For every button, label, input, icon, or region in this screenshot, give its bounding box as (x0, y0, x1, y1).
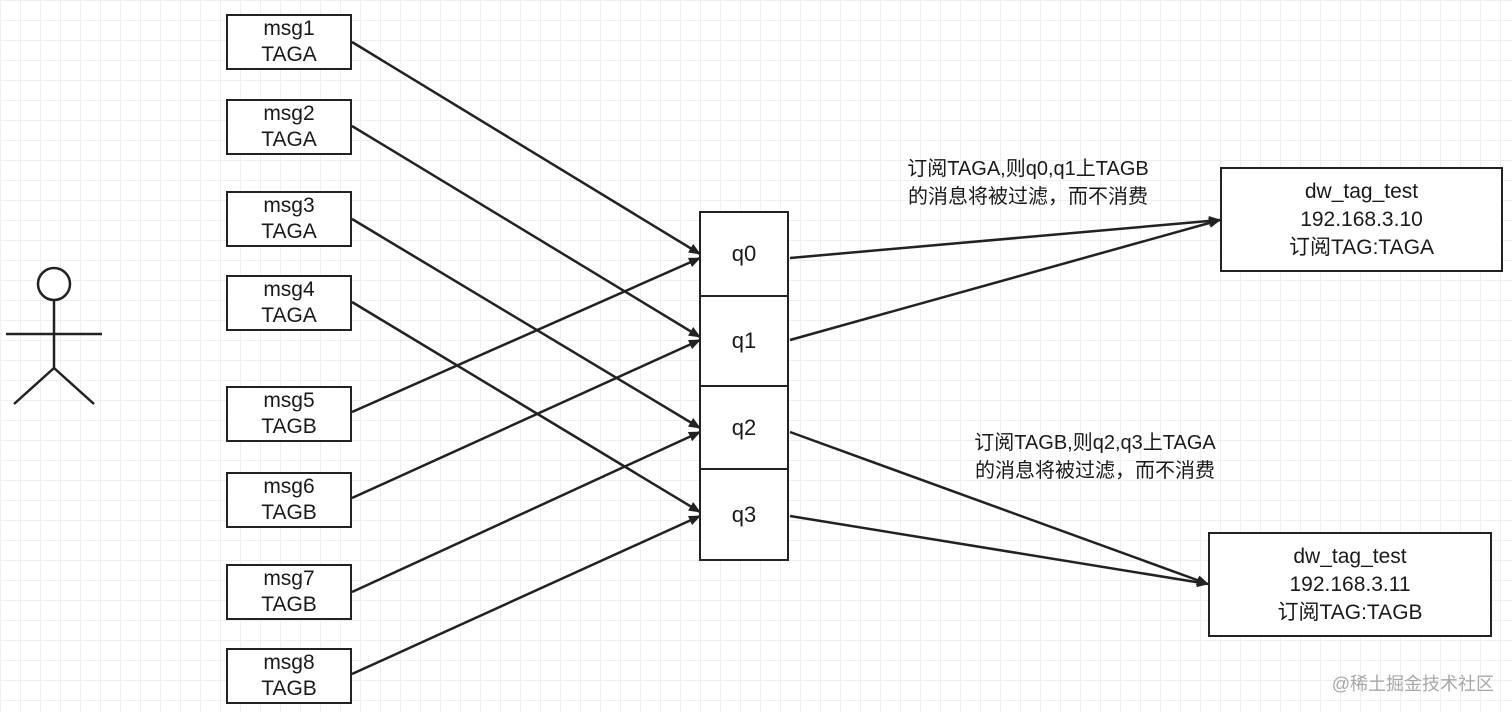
arrow-msg2-q1 (351, 124, 701, 339)
arrow-q2-consumer2 (789, 430, 1209, 586)
arrow-msg7-q2 (351, 430, 701, 594)
queue-label: q0 (731, 241, 757, 266)
consumer-name: dw_tag_test (1293, 544, 1407, 568)
consumer-name: dw_tag_test (1304, 179, 1419, 203)
message-name: msg1 (263, 17, 315, 40)
message-name: msg6 (263, 475, 315, 498)
watermark: @稀土掘金技术社区 (1331, 674, 1494, 694)
queue-q2: q2 (699, 385, 789, 470)
arrow-msg6-q1 (351, 338, 701, 500)
message-box-msg2: msg2 TAGA (226, 99, 352, 155)
message-box-msg4: msg4 TAGA (226, 275, 352, 331)
message-tag: TAGB (261, 593, 317, 616)
message-name: msg8 (263, 651, 315, 674)
arrow-msg8-q3 (351, 514, 701, 676)
message-tag: TAGA (261, 304, 317, 327)
consumer-subscription: 订阅TAG:TAGB (1277, 600, 1423, 624)
message-name: msg4 (263, 278, 315, 301)
note-line: 订阅TAGB,则q2,q3上TAGA (974, 432, 1216, 454)
message-name: msg7 (263, 567, 315, 590)
queue-q3: q3 (699, 468, 789, 561)
consumer-box-2: dw_tag_test 192.168.3.11 订阅TAG:TAGB (1208, 532, 1492, 637)
note-line: 的消息将被过滤，而不消费 (975, 460, 1215, 482)
message-tag: TAGB (261, 677, 317, 700)
message-tag: TAGB (261, 501, 317, 524)
message-box-msg7: msg7 TAGB (226, 564, 352, 620)
arrow-q3-consumer2 (789, 514, 1209, 588)
message-name: msg5 (263, 389, 315, 412)
queue-label: q2 (731, 414, 757, 440)
message-tag: TAGA (261, 220, 317, 243)
message-box-msg1: msg1 TAGA (226, 14, 352, 70)
consumer-ip: 192.168.3.10 (1300, 207, 1423, 231)
message-box-msg8: msg8 TAGB (226, 648, 352, 704)
arrow-msg1-q0 (351, 40, 701, 256)
message-tag: TAGA (261, 128, 317, 151)
message-box-msg6: msg6 TAGB (226, 472, 352, 528)
consumer-box-1: dw_tag_test 192.168.3.10 订阅TAG:TAGA (1220, 167, 1503, 272)
message-name: msg2 (263, 102, 315, 125)
message-box-msg5: msg5 TAGB (226, 386, 352, 442)
consumer-subscription: 订阅TAG:TAGA (1288, 235, 1435, 259)
message-name: msg3 (263, 194, 315, 217)
consumer-ip: 192.168.3.11 (1289, 572, 1411, 596)
queue-q1: q1 (699, 295, 789, 387)
queue-label: q1 (731, 328, 757, 353)
note-line: 订阅TAGA,则q0,q1上TAGB (907, 158, 1149, 180)
message-tag: TAGB (261, 415, 317, 438)
message-box-msg3: msg3 TAGA (226, 191, 352, 247)
producer-actor-icon (6, 266, 102, 405)
message-tag: TAGA (261, 43, 317, 66)
arrow-msg5-q0 (351, 256, 701, 414)
queue-label: q3 (731, 501, 757, 527)
arrow-msg3-q2 (351, 217, 701, 430)
arrow-q0-consumer1 (789, 215, 1221, 260)
filter-note-1: 订阅TAGA,则q0,q1上TAGB 的消息将被过滤，而不消费 (878, 155, 1178, 211)
note-line: 的消息将被过滤，而不消费 (908, 186, 1148, 208)
queue-q0: q0 (699, 211, 789, 297)
arrow-msg4-q3 (351, 300, 701, 514)
arrow-q1-consumer1 (789, 218, 1221, 342)
filter-note-2: 订阅TAGB,则q2,q3上TAGA 的消息将被过滤，而不消费 (945, 429, 1245, 485)
